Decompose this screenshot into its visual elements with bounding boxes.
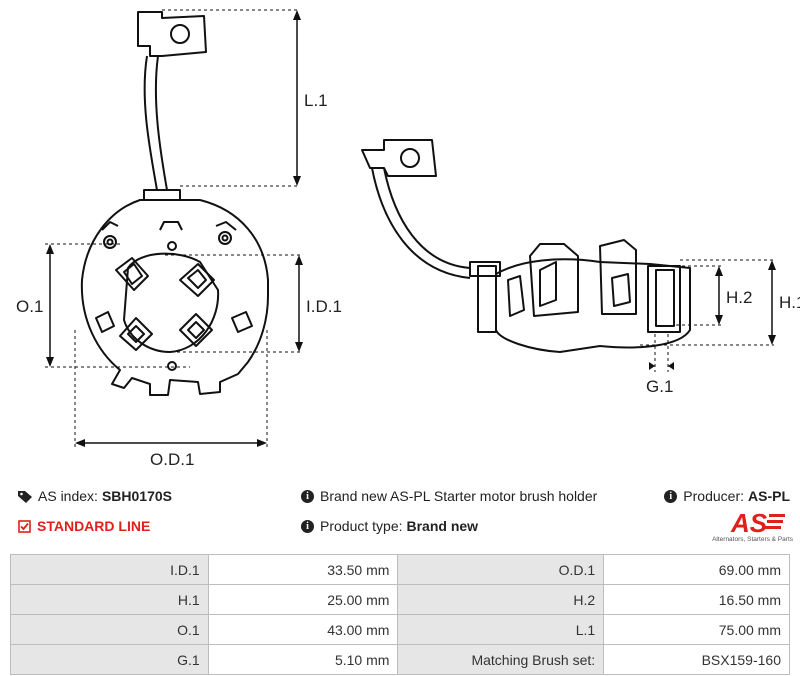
spec-value: 33.50 mm	[207, 554, 399, 585]
spec-value: 5.10 mm	[207, 644, 399, 675]
producer-label: Producer:	[683, 488, 744, 504]
as-index-label: AS index:	[38, 488, 98, 504]
dim-label-od1: O.D.1	[150, 450, 194, 469]
spec-value: 16.50 mm	[603, 584, 790, 615]
lead-wire	[143, 55, 168, 191]
side-terminal-lug	[361, 139, 437, 177]
producer: i Producer: AS-PL	[664, 488, 790, 504]
as-index: AS index: SBH0170S	[18, 488, 172, 504]
check-square-icon	[18, 519, 31, 533]
spec-label: H.2	[397, 584, 605, 615]
description-text: Brand new AS-PL Starter motor brush hold…	[320, 488, 598, 504]
standard-line-badge: STANDARD LINE	[18, 518, 150, 534]
spec-label: G.1	[10, 644, 209, 675]
spec-label: H.1	[10, 584, 209, 615]
dim-label-h1: H.1	[779, 293, 800, 312]
spec-label: O.1	[10, 614, 209, 645]
brush-holder-body	[80, 199, 269, 396]
dim-label-g1: G.1	[646, 377, 673, 396]
as-pl-logo: AS Alternators, Starters & Parts	[703, 508, 795, 544]
product-type-value: Brand new	[406, 518, 479, 534]
technical-drawing: L.1 O.1 I.D.1 O.D.1 H.2 H.1 G.1	[16, 9, 800, 469]
spec-label: L.1	[397, 614, 605, 645]
product-type: i Product type: Brand new	[301, 518, 478, 534]
spec-label: Matching Brush set:	[397, 644, 605, 675]
terminal-lug	[137, 11, 207, 57]
logo-tagline: Alternators, Starters & Parts	[712, 536, 794, 543]
svg-text:AS: AS	[730, 508, 768, 538]
standard-line-text: STANDARD LINE	[37, 518, 151, 534]
dim-label-id1: I.D.1	[306, 297, 342, 316]
dim-label-l1: L.1	[304, 91, 328, 110]
dim-label-h2: H.2	[726, 288, 752, 307]
tag-icon	[18, 490, 32, 503]
spec-value: BSX159-160	[603, 644, 790, 675]
spec-value: 25.00 mm	[207, 584, 399, 615]
product-type-label: Product type:	[320, 518, 403, 534]
producer-value: AS-PL	[748, 488, 790, 504]
spec-value: 75.00 mm	[603, 614, 790, 645]
info-icon: i	[301, 519, 314, 533]
info-icon: i	[664, 489, 678, 503]
terminal-hole	[170, 24, 190, 44]
dim-label-o1: O.1	[16, 297, 43, 316]
spec-value: 69.00 mm	[603, 554, 790, 585]
spec-label: O.D.1	[397, 554, 605, 585]
as-index-value: SBH0170S	[101, 488, 172, 504]
spec-label: I.D.1	[10, 554, 209, 585]
description: i Brand new AS-PL Starter motor brush ho…	[301, 488, 597, 504]
info-icon: i	[301, 489, 314, 503]
spec-value: 43.00 mm	[207, 614, 399, 645]
